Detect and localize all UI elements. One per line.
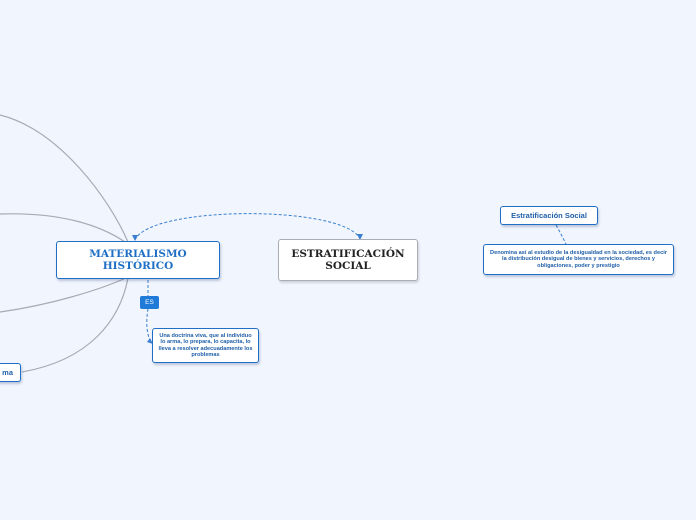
branch-line-upper-middle (0, 213, 126, 243)
node-estratificacion-social-topic[interactable]: Estratificación Social (500, 206, 598, 225)
relationship-line-central[interactable] (134, 213, 361, 241)
node-materialismo-historico-label: MATERIALISMO HISTÓRICO (89, 248, 187, 272)
branch-line-bottom (21, 277, 129, 373)
relationship-line-definition[interactable] (555, 224, 567, 245)
node-estratificacion-social-topic-label: Estratificación Social (511, 211, 587, 220)
relationship-arrow-right (357, 234, 363, 240)
node-materialismo-historico[interactable]: MATERIALISMO HISTÓRICO (56, 241, 220, 279)
relationship-arrow-left (132, 235, 138, 241)
node-estratificacion-social-label: ESTRATIFICACIÓN SOCIAL (291, 248, 405, 272)
branch-line-top (0, 114, 129, 243)
node-estratificacion-social[interactable]: ESTRATIFICACIÓN SOCIAL (278, 239, 418, 281)
branch-line-lower-middle (0, 276, 129, 313)
relationship-label-es-text: ES (145, 299, 154, 306)
node-partial-left[interactable]: ma (0, 363, 21, 382)
node-doctrina-callout[interactable]: Una doctrina viva, que al individuo lo a… (152, 328, 259, 363)
relationship-arrow-es (147, 338, 153, 344)
node-definicion-callout[interactable]: Denomina así al estudio de la desigualda… (483, 244, 674, 275)
relationship-label-es[interactable]: ES (140, 296, 159, 309)
node-doctrina-callout-text: Una doctrina viva, que al individuo lo a… (158, 332, 253, 358)
node-definicion-callout-text: Denomina así al estudio de la desigualda… (490, 249, 667, 269)
node-partial-left-label: ma (2, 368, 13, 377)
